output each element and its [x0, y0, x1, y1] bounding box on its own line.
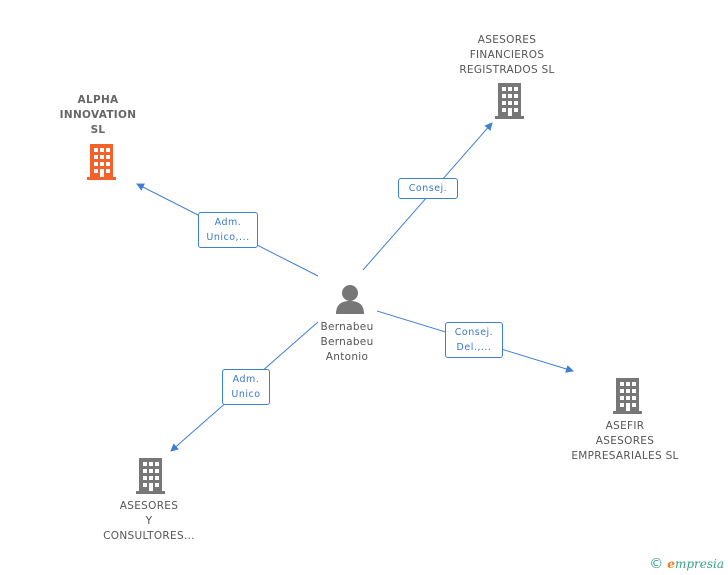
node-label-asesores-consultores[interactable]: ASESORES Y CONSULTORES...: [103, 500, 195, 542]
building-icon[interactable]: [611, 378, 644, 414]
person-icon[interactable]: [334, 284, 366, 314]
node-label-asefir[interactable]: ASEFIR ASESORES EMPRESARIALES SL: [571, 420, 679, 462]
building-icon[interactable]: [85, 144, 118, 180]
edge-label-asefir[interactable]: Consej. Del.,...: [445, 322, 503, 358]
empresia-logo[interactable]: empresia: [667, 557, 724, 571]
node-label-asesores-financieros[interactable]: ASESORES FINANCIEROS REGISTRADOS SL: [459, 34, 555, 76]
edge-label-alpha[interactable]: Adm. Unico,...: [198, 212, 258, 248]
building-icon[interactable]: [493, 83, 526, 119]
node-label-person[interactable]: Bernabeu Bernabeu Antonio: [320, 321, 374, 363]
edge-label-consultores[interactable]: Adm. Unico: [222, 369, 270, 405]
copyright-icon: ©: [649, 556, 664, 572]
building-icon[interactable]: [134, 458, 167, 494]
node-label-alpha-innovation[interactable]: ALPHA INNOVATION SL: [59, 94, 137, 136]
edge-label-financieros[interactable]: Consej.: [398, 178, 458, 199]
empresia-footer[interactable]: © empresia: [649, 556, 724, 572]
